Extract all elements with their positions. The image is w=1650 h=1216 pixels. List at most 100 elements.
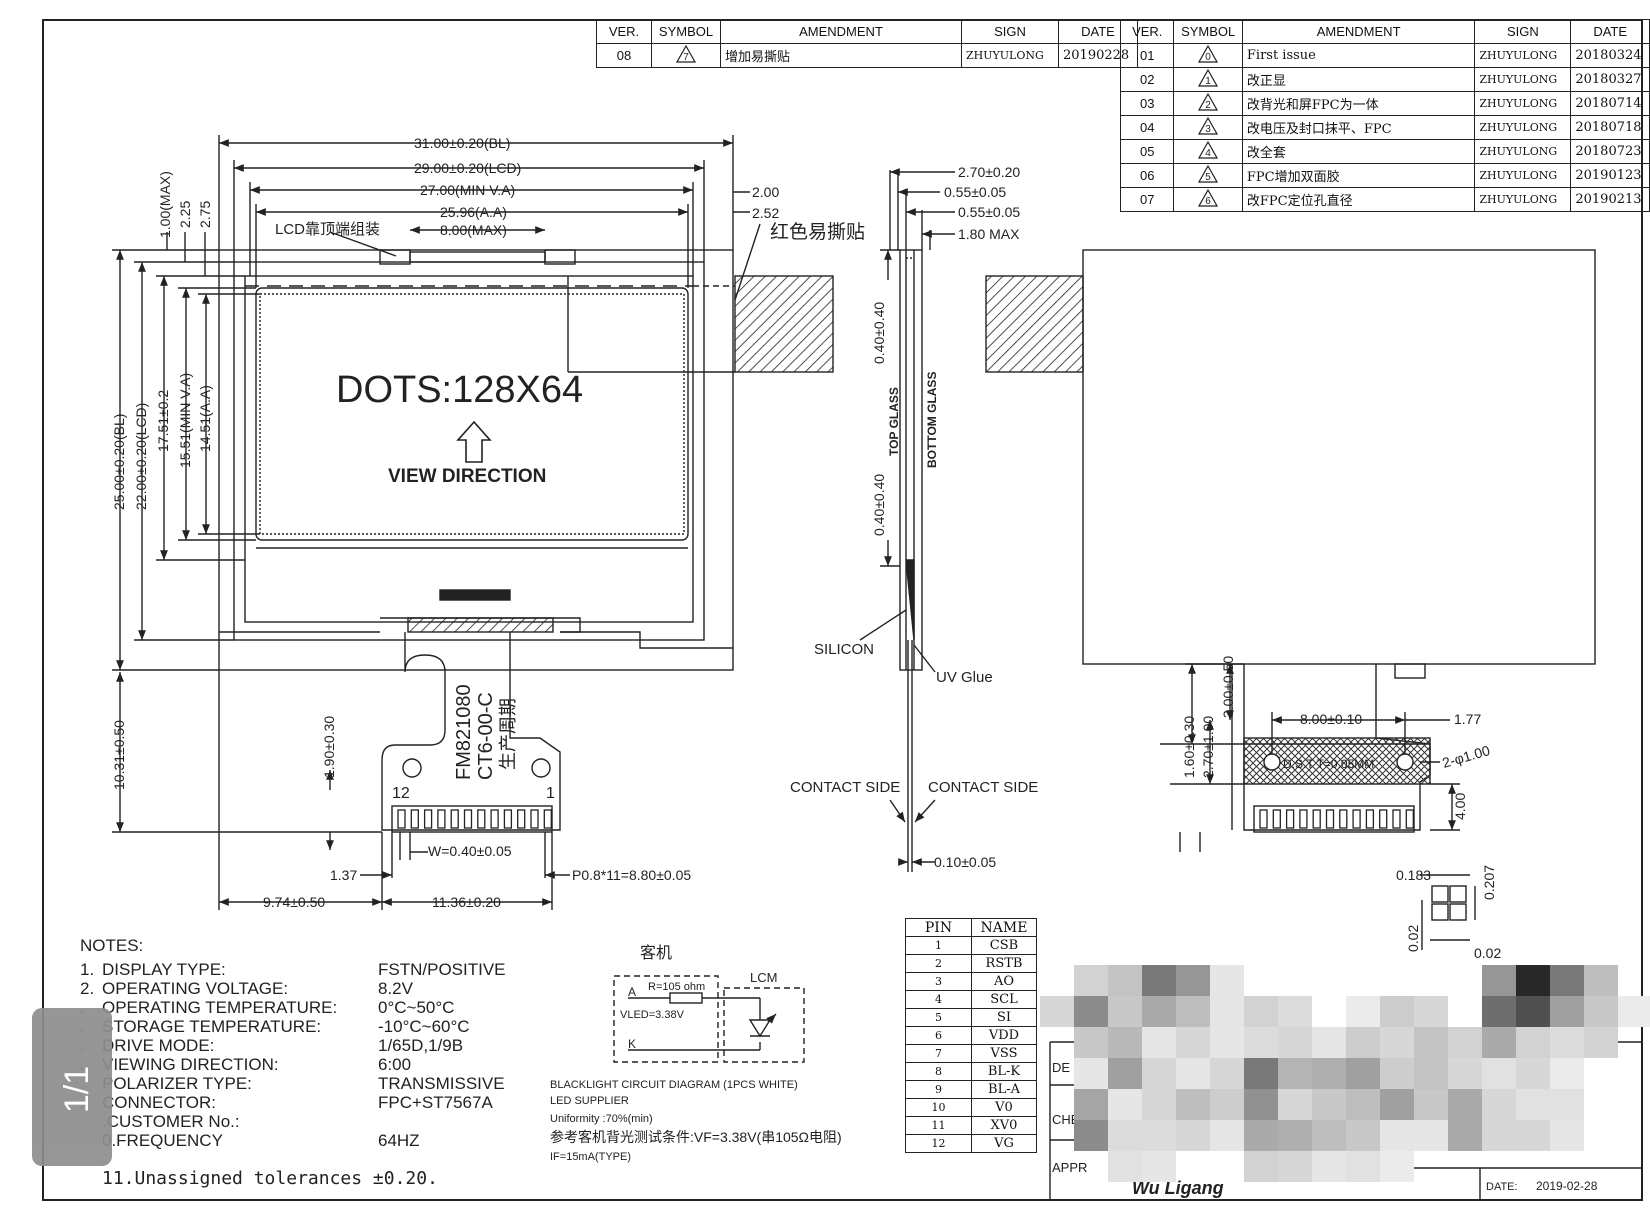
note-row: .DRIVE MODE:1/65D,1/9B — [80, 1036, 540, 1055]
note-row: .VIEWING DIRECTION:6:00 — [80, 1055, 540, 1074]
svg-text:5: 5 — [1205, 172, 1211, 183]
revision-ver: 03 — [1119, 91, 1175, 116]
note-key: DISPLAY TYPE: — [102, 960, 226, 979]
fpc-finger-pad — [1285, 809, 1295, 829]
back-dim-4-00: 4.00 — [1452, 793, 1468, 820]
revision-symbol-icon: 4 — [1198, 140, 1219, 159]
back-dim-8-00: 8.00±0.10 — [1300, 711, 1362, 727]
fpc-finger-pad — [1272, 809, 1281, 829]
dim-bl-height: 25.00±0.20(BL) — [111, 414, 127, 510]
pin-name: XV0 — [971, 1116, 1037, 1135]
back-dim-3-00: 3.00±0.50 — [1220, 656, 1236, 718]
view-direction-arrow — [456, 420, 492, 463]
pin-name: SI — [971, 1008, 1037, 1027]
dim-2-52: 2.52 — [752, 205, 779, 221]
side-dim-0-40-b: 0.40±0.40 — [871, 474, 887, 536]
revision-symbol-icon: 7 — [676, 44, 696, 63]
note-11: 11.Unassigned tolerances ±0.20. — [102, 1168, 438, 1189]
fpc-finger-pad — [1365, 809, 1375, 829]
fpc-code-2: CT6-00-C — [475, 692, 497, 780]
dim-max-8: 8.00(MAX) — [440, 222, 507, 238]
front-dimensions-horizontal — [218, 135, 750, 288]
note-key: VIEWING DIRECTION: — [102, 1055, 279, 1074]
page-indicator[interactable]: 1/1 — [32, 1008, 112, 1166]
pad-dim-0-183: 0.183 — [1396, 867, 1431, 883]
revision-ver: 05 — [1119, 139, 1175, 164]
circuit-k: K — [628, 1037, 636, 1051]
bottom-glass-label: BOTTOM GLASS — [925, 372, 939, 468]
pin-1-label: 1 — [546, 785, 555, 802]
revision-symbol-icon: 5 — [1198, 164, 1219, 183]
note-value: 8.2V — [378, 979, 413, 998]
note-value: 0°C~50°C — [378, 998, 455, 1017]
revision-symbol-icon: 6 — [1198, 188, 1219, 207]
revision-amendment: 改背光和屏FPC为一体 — [1241, 91, 1476, 116]
pin-name: RSTB — [971, 954, 1037, 973]
fpc-finger-pad — [517, 809, 526, 829]
fpc-finger-pad — [1312, 809, 1321, 829]
pin-name: VDD — [971, 1026, 1037, 1045]
dim-va-height: 15.51(MIN V.A) — [177, 373, 193, 468]
svg-text:3: 3 — [1205, 124, 1211, 135]
pad-dim-0-207: 0.207 — [1481, 865, 1497, 900]
svg-text:6: 6 — [1205, 196, 1211, 207]
circuit-resistor: R=105 ohm — [648, 981, 705, 993]
note-key: .CUSTOMER No.: — [102, 1112, 240, 1131]
pin-number: 6 — [905, 1026, 972, 1045]
top-glass-label: TOP GLASS — [887, 387, 901, 456]
notes-title: NOTES: — [80, 936, 144, 955]
backlight-circuit — [613, 975, 805, 1063]
note-value: FPC+ST7567A — [378, 1093, 493, 1112]
pin-12-label: 12 — [392, 785, 410, 802]
fpc-finger-pad — [437, 809, 446, 829]
note-value: FSTN/POSITIVE — [378, 960, 506, 979]
pin-header: PIN — [905, 918, 972, 937]
note-row: .CUSTOMER No.: — [80, 1112, 540, 1131]
title-name: Wu Ligang — [1132, 1178, 1224, 1198]
viewing-area-outline — [255, 287, 689, 541]
red-tape-back — [985, 275, 1084, 373]
dim-aa-height: 14.51(A.A) — [197, 385, 213, 452]
revision-sign: ZHUYULONG — [961, 43, 1059, 68]
fpc-finger-pad — [410, 809, 419, 829]
pin-name: VSS — [971, 1044, 1037, 1063]
note-key: STORAGE TEMPERATURE: — [102, 1017, 322, 1036]
dim-aa-width: 25.96(A.A) — [440, 204, 507, 220]
circuit-lcm: LCM — [750, 970, 777, 985]
revision-ver: 07 — [1119, 187, 1175, 212]
fpc-finger-pad — [530, 809, 539, 829]
fpc-finger-pads-back — [1259, 809, 1414, 829]
dim-1-37: 1.37 — [330, 867, 357, 883]
pin-number: 5 — [905, 1008, 972, 1027]
title-des: DE — [1052, 1060, 1070, 1075]
note-number: 1. — [80, 960, 95, 979]
revision-amendment: 增加易撕贴 — [720, 43, 962, 68]
pad-dim-0-02-b: 0.02 — [1474, 945, 1501, 961]
revision-symbol: 1 — [1173, 67, 1243, 92]
pin-number: 3 — [905, 972, 972, 991]
dim-11-36: 11.36±0.20 — [432, 894, 501, 910]
note-key: OPERATING TEMPERATURE: — [102, 998, 338, 1017]
dim-bl-width: 31.00±0.20(BL) — [414, 135, 510, 151]
pin-number: 7 — [905, 1044, 972, 1063]
fpc-finger-pad — [1379, 809, 1388, 829]
fpc-fingers — [391, 805, 553, 833]
pin-name: AO — [971, 972, 1037, 991]
back-dim-1-60: 1.60±0.30 — [1181, 716, 1197, 778]
